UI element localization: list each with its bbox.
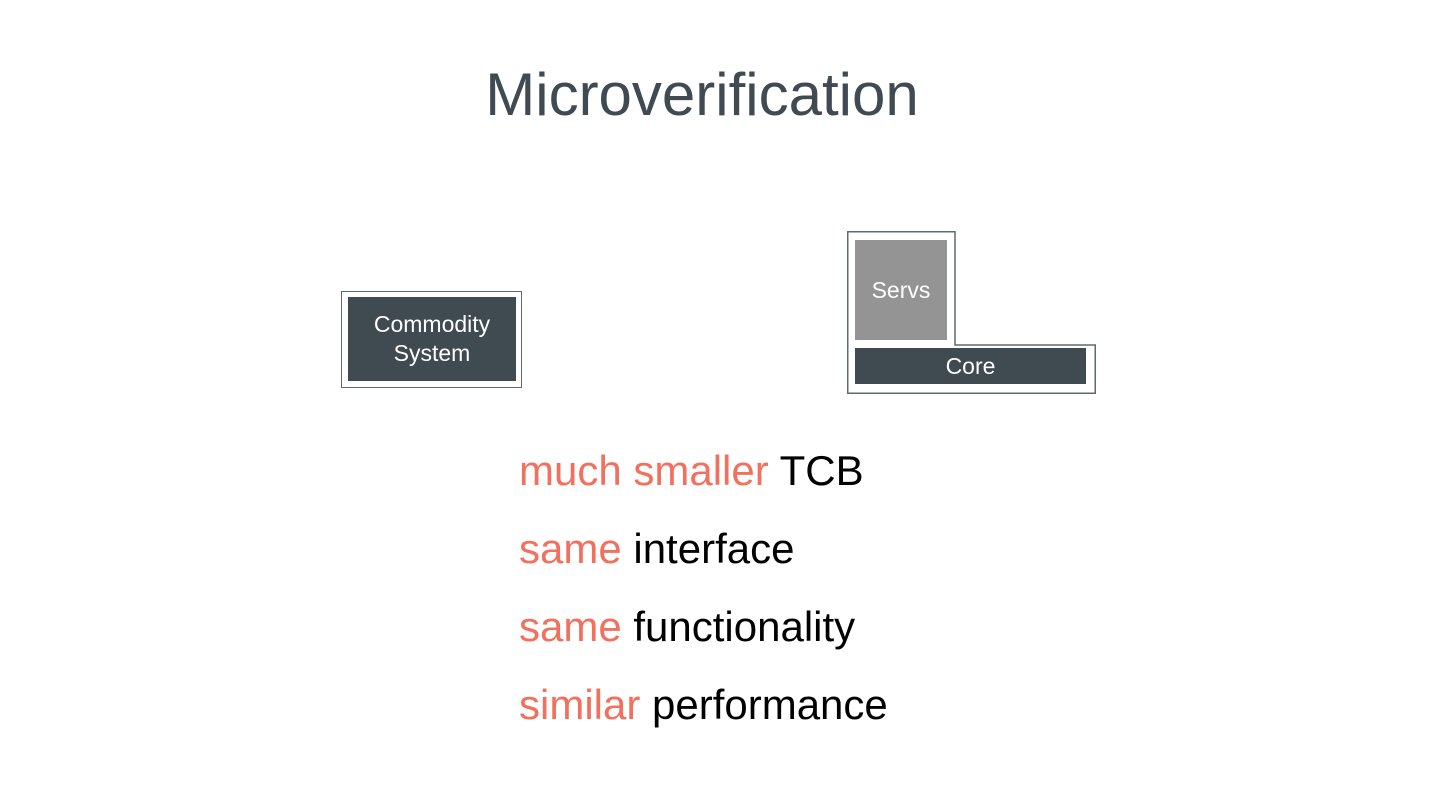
bullet-item: same functionality	[519, 588, 1319, 666]
commodity-system-diagram: Commodity System	[341, 291, 522, 388]
core-label: Core	[945, 352, 996, 379]
microkernel-system-diagram: Servs Core	[847, 231, 1096, 394]
bullet-item: similar performance	[519, 666, 1319, 744]
servs-label: Servs	[871, 276, 931, 303]
commodity-system-label-line2: System	[393, 340, 471, 366]
bullet-emphasis: same	[519, 603, 622, 650]
commodity-system-label-line1: Commodity	[373, 310, 491, 337]
bullet-rest: TCB	[768, 447, 864, 494]
commodity-system-block: Commodity System	[348, 297, 516, 381]
bullet-rest: performance	[640, 681, 888, 728]
bullet-item: much smaller TCB	[519, 432, 1319, 510]
bullet-list: much smaller TCB same interface same fun…	[519, 432, 1319, 744]
bullet-emphasis: much smaller	[519, 447, 769, 494]
bullet-rest: interface	[621, 525, 795, 572]
bullet-rest: functionality	[621, 603, 856, 650]
bullet-emphasis: same	[519, 525, 622, 572]
page-title: Microverification	[485, 61, 919, 128]
bullet-item: same interface	[519, 510, 1319, 588]
servs-block: Servs	[855, 240, 947, 340]
bullet-emphasis: similar	[519, 681, 641, 728]
core-block: Core	[855, 348, 1086, 384]
